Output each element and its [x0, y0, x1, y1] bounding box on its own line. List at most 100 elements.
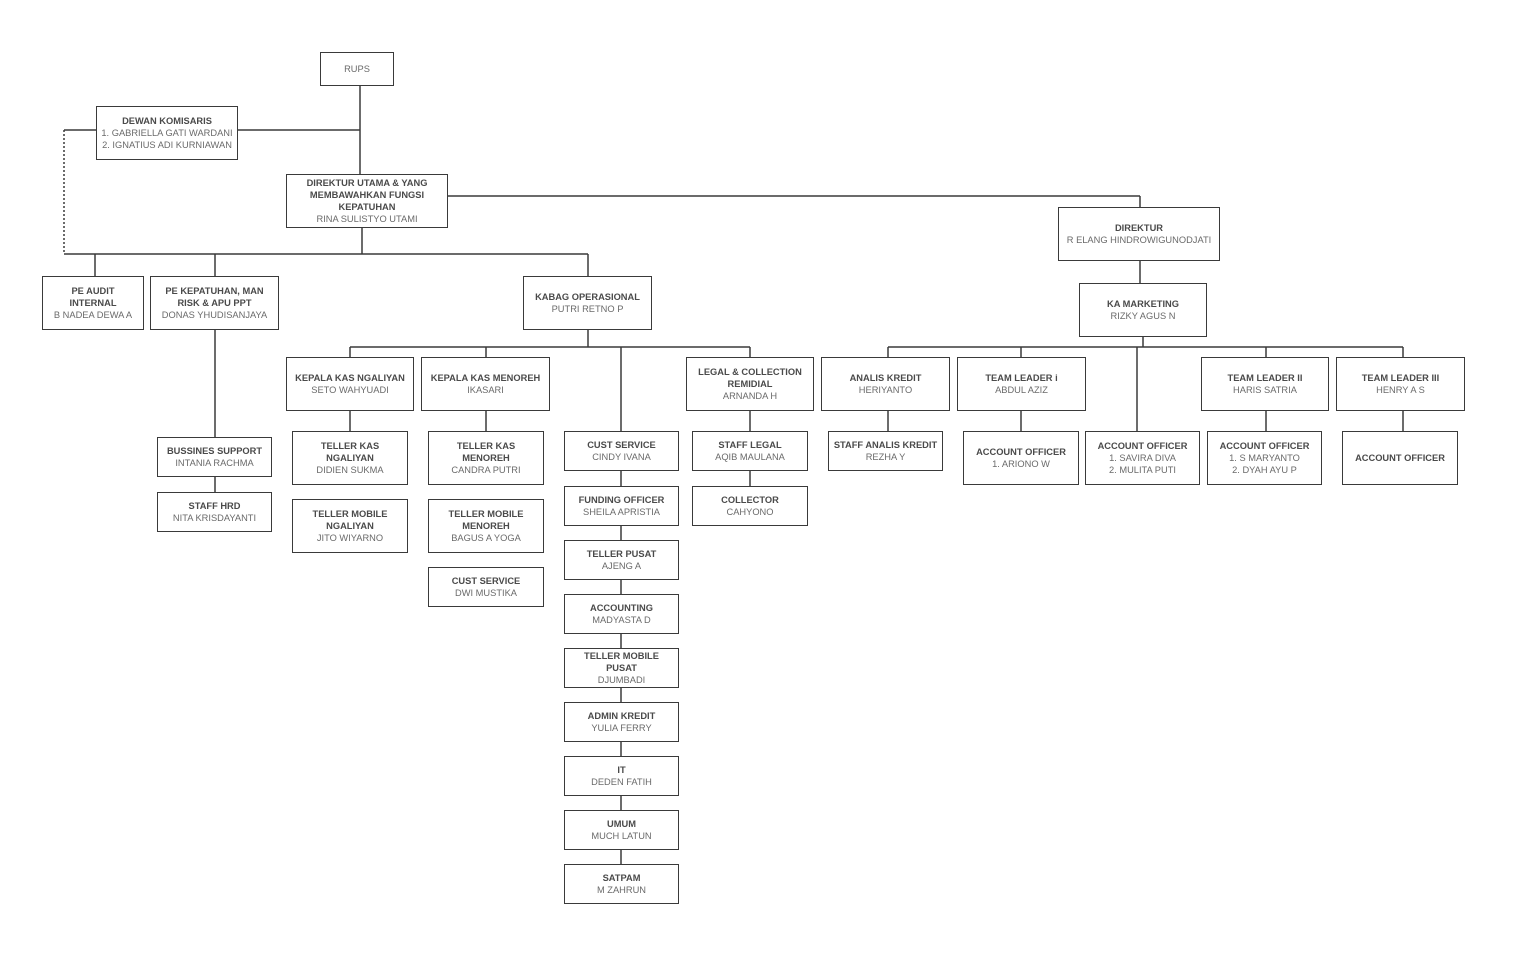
node-person: MADYASTA D [592, 615, 651, 625]
org-node-dirut: DIREKTUR UTAMA & YANG MEMBAWAHKAN FUNGSI… [286, 174, 448, 228]
node-title: CUST SERVICE [587, 440, 656, 450]
node-person: MUCH LATUN [591, 831, 652, 841]
node-person: 2. DYAH AYU P [1232, 465, 1297, 475]
node-title: ADMIN KREDIT [587, 711, 656, 721]
node-person: ARNANDA H [722, 391, 778, 401]
node-person: M ZAHRUN [596, 885, 647, 895]
node-title: DIREKTUR UTAMA & YANG MEMBAWAHKAN FUNGSI… [306, 178, 428, 212]
org-node-ao4: ACCOUNT OFFICER [1342, 431, 1458, 485]
node-person: HENRY A S [1376, 385, 1425, 395]
node-title: KEPALA KAS MENOREH [430, 373, 541, 383]
node-person: DEDEN FATIH [591, 777, 652, 787]
org-node-kamarketing: KA MARKETING RIZKY AGUS N [1079, 283, 1207, 337]
node-person: ABDUL AZIZ [995, 385, 1048, 395]
node-title: ACCOUNT OFFICER [1097, 441, 1188, 451]
node-person: JITO WIYARNO [316, 533, 384, 543]
node-person: 2. IGNATIUS ADI KURNIAWAN [102, 140, 232, 150]
node-person: CAHYONO [726, 507, 774, 517]
org-node-teller-pusat: TELLER PUSAT AJENG A [564, 540, 679, 580]
org-node-analis: ANALIS KREDIT HERIYANTO [821, 357, 950, 411]
node-title: KABAG OPERASIONAL [535, 292, 640, 302]
node-person: 1. GABRIELLA GATI WARDANI [101, 128, 233, 138]
org-node-umum: UMUM MUCH LATUN [564, 810, 679, 850]
node-title: ACCOUNT OFFICER [1219, 441, 1310, 451]
node-person: SETO WAHYUADI [311, 385, 389, 395]
node-title: CUST SERVICE [451, 576, 521, 586]
node-title: ACCOUNT OFFICER [976, 447, 1066, 457]
node-title: SATPAM [602, 873, 641, 883]
node-title: ANALIS KREDIT [849, 373, 922, 383]
node-title: TELLER PUSAT [586, 549, 657, 559]
org-node-teller-ngal: TELLER KAS NGALIYAN DIDIEN SUKMA [292, 431, 408, 485]
node-title: DIREKTUR [1114, 223, 1164, 233]
org-node-accounting: ACCOUNTING MADYASTA D [564, 594, 679, 634]
node-title: ACCOUNT OFFICER [1355, 453, 1445, 463]
node-person: R ELANG HINDROWIGUNODJATI [1066, 235, 1212, 245]
node-person: 1. SAVIRA DIVA [1109, 453, 1176, 463]
org-node-teller-men: TELLER KAS MENOREH CANDRA PUTRI [428, 431, 544, 485]
org-node-admin-kredit: ADMIN KREDIT YULIA FERRY [564, 702, 679, 742]
node-title: PE AUDIT INTERNAL [69, 286, 117, 308]
node-person: B NADEA DEWA A [53, 310, 133, 320]
node-title: ACCOUNTING [589, 603, 653, 613]
node-person: 1. ARIONO W [992, 459, 1050, 469]
node-title: TELLER MOBILE MENOREH [448, 509, 524, 531]
org-node-staff-legal: STAFF LEGAL AQIB MAULANA [692, 431, 808, 471]
node-title: STAFF LEGAL [718, 440, 782, 450]
org-node-direktur: DIREKTUR R ELANG HINDROWIGUNODJATI [1058, 207, 1220, 261]
node-person: DWI MUSTIKA [455, 588, 517, 598]
org-node-ao1: ACCOUNT OFFICER 1. ARIONO W [963, 431, 1079, 485]
node-person: DONAS YHUDISANJAYA [161, 310, 268, 320]
node-title: KEPALA KAS NGALIYAN [295, 373, 405, 383]
node-title: TELLER MOBILE PUSAT [584, 651, 659, 673]
node-person: HARIS SATRIA [1233, 385, 1297, 395]
node-title: TELLER MOBILE NGALIYAN [312, 509, 388, 531]
node-title: KA MARKETING [1107, 299, 1179, 309]
node-title: TELLER KAS NGALIYAN [320, 441, 380, 463]
node-person: 2. MULITA PUTI [1109, 465, 1176, 475]
org-node-kk-ngaliyan: KEPALA KAS NGALIYAN SETO WAHYUADI [286, 357, 414, 411]
node-person: INTANIA RACHMA [175, 458, 254, 468]
node-title: STAFF HRD [188, 501, 241, 511]
node-person: HERIYANTO [858, 385, 913, 395]
org-node-tm-ngal: TELLER MOBILE NGALIYAN JITO WIYARNO [292, 499, 408, 553]
org-node-legal: LEGAL & COLLECTION REMIDIAL ARNANDA H [686, 357, 814, 411]
node-title: LEGAL & COLLECTION REMIDIAL [698, 367, 802, 389]
node-person: RIZKY AGUS N [1110, 311, 1176, 321]
node-person: CANDRA PUTRI [451, 465, 521, 475]
node-title: PE KEPATUHAN, MAN RISK & APU PPT [165, 286, 264, 308]
org-node-ao3: ACCOUNT OFFICER 1. S MARYANTO 2. DYAH AYU … [1207, 431, 1322, 485]
node-person: RUPS [344, 64, 370, 74]
node-person: YULIA FERRY [591, 723, 652, 733]
node-person: AJENG A [601, 561, 642, 571]
node-person: RINA SULISTYO UTAMI [316, 214, 418, 224]
node-person: DIDIEN SUKMA [316, 465, 384, 475]
org-node-satpam: SATPAM M ZAHRUN [564, 864, 679, 904]
node-person: AQIB MAULANA [715, 452, 785, 462]
node-person: BAGUS A YOGA [451, 533, 521, 543]
org-node-tm-men: TELLER MOBILE MENOREH BAGUS A YOGA [428, 499, 544, 553]
node-title: COLLECTOR [721, 495, 779, 505]
org-node-cs-men: CUST SERVICE DWI MUSTIKA [428, 567, 544, 607]
node-person: SHEILA APRISTIA [583, 507, 660, 517]
node-person: IKASARI [467, 385, 504, 395]
node-title: DEWAN KOMISARIS [122, 116, 212, 126]
node-title: UMUM [607, 819, 636, 829]
org-node-bussines-support: BUSSINES SUPPORT INTANIA RACHMA [157, 437, 272, 477]
org-node-ao2: ACCOUNT OFFICER 1. SAVIRA DIVA 2. MULITA P… [1085, 431, 1200, 485]
org-node-kepatuhan: PE KEPATUHAN, MAN RISK & APU PPT DONAS YH… [150, 276, 279, 330]
node-title: BUSSINES SUPPORT [166, 446, 263, 456]
node-person: 1. S MARYANTO [1229, 453, 1300, 463]
node-title: TELLER KAS MENOREH [456, 441, 516, 463]
